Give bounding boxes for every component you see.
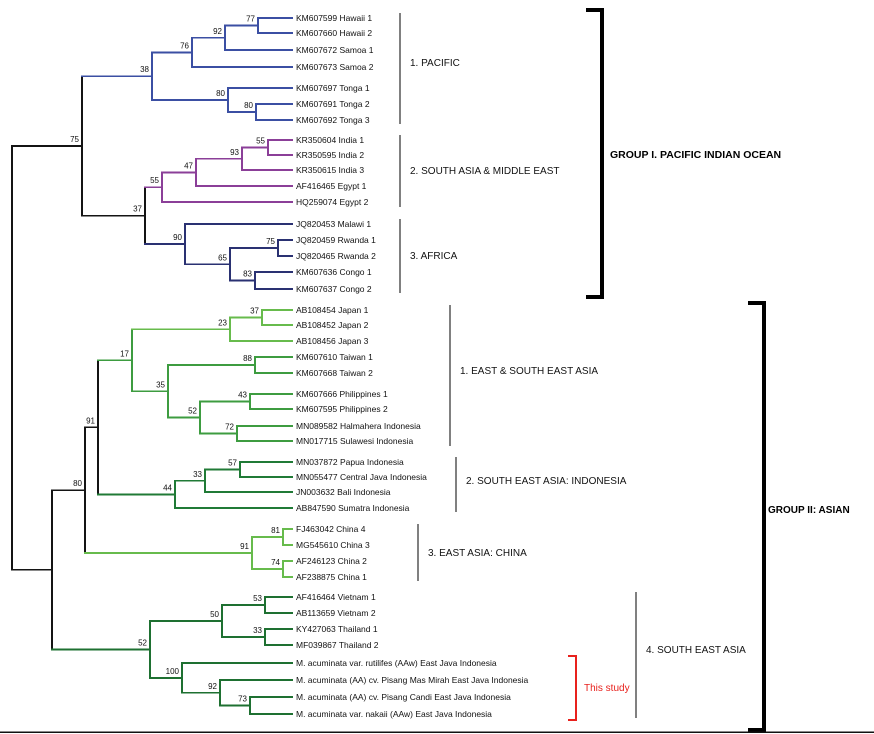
bootstrap-value: 37 <box>250 307 259 316</box>
group-label: This study <box>584 683 630 694</box>
bootstrap-value: 80 <box>244 101 253 110</box>
clade-label: 2. SOUTH EAST ASIA: INDONESIA <box>466 476 627 487</box>
bootstrap-value: 37 <box>133 205 142 214</box>
bootstrap-value: 55 <box>150 176 159 185</box>
bootstrap-value: 33 <box>253 626 262 635</box>
taxon-label: KM607691 Tonga 2 <box>296 99 370 109</box>
taxon-label: KM607595 Philippines 2 <box>296 404 388 414</box>
taxon-label: KM607637 Congo 2 <box>296 284 372 294</box>
taxon-label: KM607673 Samoa 2 <box>296 62 374 72</box>
taxon-label: HQ259074 Egypt 2 <box>296 197 369 207</box>
group-bracket <box>748 301 766 732</box>
taxon-label: AB847590 Sumatra Indonesia <box>296 503 410 513</box>
bootstrap-value: 92 <box>213 27 222 36</box>
bootstrap-value: 80 <box>216 89 225 98</box>
taxon-label: M. acuminata var. nakaii (AAw) East Java… <box>296 709 492 719</box>
bootstrap-value: 91 <box>240 542 249 551</box>
taxon-label: MG545610 China 3 <box>296 540 370 550</box>
bootstrap-value: 44 <box>163 483 172 492</box>
bootstrap-value: 88 <box>243 354 252 363</box>
taxon-label: KM607672 Samoa 1 <box>296 45 374 55</box>
taxon-label: AB108454 Japan 1 <box>296 305 369 315</box>
bootstrap-value: 57 <box>228 459 237 468</box>
group-label: GROUP I. PACIFIC INDIAN OCEAN <box>610 149 781 161</box>
taxon-label: KM607692 Tonga 3 <box>296 115 370 125</box>
bootstrap-value: 77 <box>246 15 255 24</box>
taxon-label: AB108456 Japan 3 <box>296 336 369 346</box>
bootstrap-value: 100 <box>166 667 180 676</box>
taxon-label: AF238875 China 1 <box>296 572 367 582</box>
bootstrap-value: 35 <box>156 380 165 389</box>
taxon-label: KM607666 Philippines 1 <box>296 389 388 399</box>
bootstrap-value: 75 <box>70 135 79 144</box>
group-bracket <box>568 655 577 721</box>
bootstrap-value: 38 <box>140 65 149 74</box>
bootstrap-value: 47 <box>184 161 193 170</box>
clade-label: 3. AFRICA <box>410 251 458 262</box>
clade-label: 1. EAST & SOUTH EAST ASIA <box>460 366 598 377</box>
clade-label: 2. SOUTH ASIA & MIDDLE EAST <box>410 166 560 177</box>
taxon-label: JQ820453 Malawi 1 <box>296 219 371 229</box>
taxon-label: FJ463042 China 4 <box>296 524 366 534</box>
taxon-label: M. acuminata (AA) cv. Pisang Candi East … <box>296 692 511 702</box>
bootstrap-value: 23 <box>218 318 227 327</box>
taxon-label: AF416465 Egypt 1 <box>296 181 367 191</box>
bootstrap-value: 92 <box>208 682 217 691</box>
bootstrap-value: 91 <box>86 416 95 425</box>
taxon-label: KM607697 Tonga 1 <box>296 83 370 93</box>
taxon-label: KM607610 Taiwan 1 <box>296 352 373 362</box>
bootstrap-value: 93 <box>230 148 239 157</box>
bootstrap-value: 17 <box>120 349 129 358</box>
bootstrap-value: 55 <box>256 137 265 146</box>
taxon-label: MN055477 Central Java Indonesia <box>296 472 427 482</box>
taxon-label: JN003632 Bali Indonesia <box>296 487 391 497</box>
bootstrap-value: 52 <box>138 638 147 647</box>
group-label: GROUP II: ASIAN <box>768 505 850 516</box>
taxon-label: KM607660 Hawaii 2 <box>296 28 372 38</box>
taxon-label: JQ820459 Rwanda 1 <box>296 235 376 245</box>
bootstrap-value: 81 <box>271 526 280 535</box>
taxon-label: MN037872 Papua Indonesia <box>296 457 404 467</box>
clade-label: 4. SOUTH EAST ASIA <box>646 645 746 656</box>
bootstrap-value: 80 <box>73 479 82 488</box>
taxon-label: MN089582 Halmahera Indonesia <box>296 421 421 431</box>
bootstrap-value: 73 <box>238 695 247 704</box>
taxon-label: KR350615 India 3 <box>296 165 364 175</box>
taxon-label: KY427063 Thailand 1 <box>296 624 378 634</box>
taxon-label: KR350604 India 1 <box>296 135 364 145</box>
taxon-label: AB113659 Vietnam 2 <box>296 608 376 618</box>
taxon-label: AB108452 Japan 2 <box>296 320 369 330</box>
taxon-label: KM607636 Congo 1 <box>296 267 372 277</box>
bootstrap-value: 50 <box>210 610 219 619</box>
bootstrap-value: 72 <box>225 423 234 432</box>
taxon-label: AF416464 Vietnam 1 <box>296 592 376 602</box>
group-bracket <box>586 8 604 299</box>
taxon-label: KM607599 Hawaii 1 <box>296 13 372 23</box>
bootstrap-value: 74 <box>271 558 280 567</box>
taxon-label: AF246123 China 2 <box>296 556 367 566</box>
bootstrap-value: 43 <box>238 391 247 400</box>
bootstrap-value: 53 <box>253 594 262 603</box>
bootstrap-value: 83 <box>243 270 252 279</box>
taxon-label: KR350595 India 2 <box>296 150 364 160</box>
clade-label: 1. PACIFIC <box>410 58 460 69</box>
taxon-label: M. acuminata (AA) cv. Pisang Mas Mirah E… <box>296 675 529 685</box>
clade-label: 3. EAST ASIA: CHINA <box>428 548 527 559</box>
taxon-label: MF039867 Thailand 2 <box>296 640 379 650</box>
bootstrap-value: 75 <box>266 237 275 246</box>
bootstrap-value: 90 <box>173 233 182 242</box>
bootstrap-value: 33 <box>193 470 202 479</box>
taxon-label: KM607668 Taiwan 2 <box>296 368 373 378</box>
taxon-label: JQ820465 Rwanda 2 <box>296 251 376 261</box>
bootstrap-value: 52 <box>188 407 197 416</box>
bootstrap-value: 76 <box>180 41 189 50</box>
bootstrap-value: 65 <box>218 253 227 262</box>
taxon-label: MN017715 Sulawesi Indonesia <box>296 436 413 446</box>
taxon-label: M. acuminata var. rutilifes (AAw) East J… <box>296 658 497 668</box>
